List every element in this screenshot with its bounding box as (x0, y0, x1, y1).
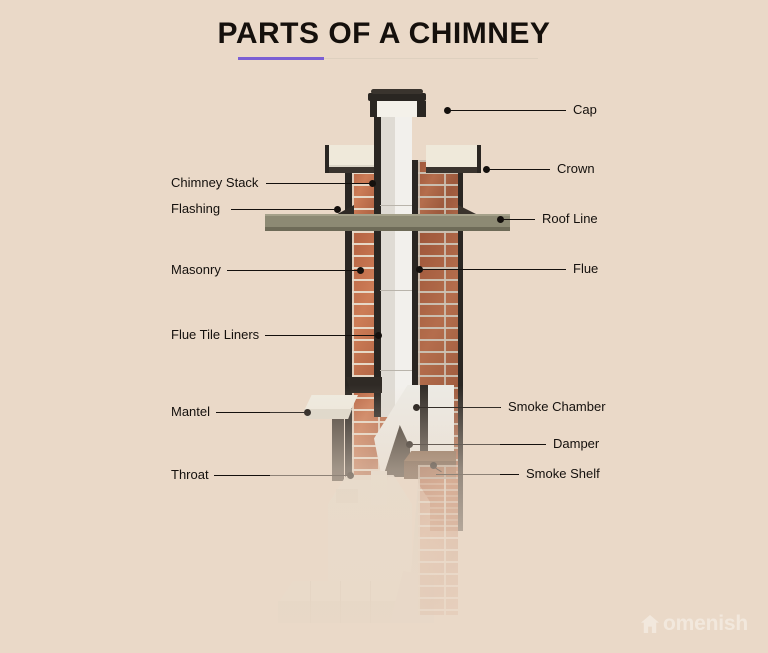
smoke-chamber-corbel (346, 377, 382, 393)
chimney-cap-top-lip (371, 89, 423, 94)
leader-damper (412, 444, 546, 445)
roof-line-band-shadow (265, 227, 510, 231)
label-roof-line: Roof Line (542, 211, 598, 226)
title-block: PARTS OF A CHIMNEY (0, 14, 768, 54)
mantel-top (304, 395, 358, 411)
leader-dot-flue-tile-liners (375, 332, 382, 339)
leader-dot-damper (406, 441, 413, 448)
hearth-joint-2 (340, 581, 341, 623)
title-underline-accent (238, 57, 324, 60)
label-mantel: Mantel (171, 404, 211, 419)
smoke-shelf-top (404, 451, 456, 461)
leader-roof-line (503, 219, 535, 220)
leader-smoke-chamber (419, 407, 501, 408)
leader-dot-masonry (357, 267, 364, 274)
label-smoke-shelf: Smoke Shelf (526, 466, 600, 481)
crown-slab-left (328, 145, 374, 167)
leader-dot-flue (416, 266, 423, 273)
leader-cap (450, 110, 566, 111)
leader-mantel (216, 412, 307, 413)
flue-liner-joint-2 (380, 290, 412, 291)
label-masonry: Masonry (171, 262, 221, 277)
leader-dot-roof-line (497, 216, 504, 223)
chimney-illustration (265, 85, 510, 625)
brand-name: omenish (663, 612, 748, 635)
leader-flue (422, 269, 566, 270)
leader-crown (489, 169, 550, 170)
leader-throat (214, 475, 350, 476)
label-smoke-chamber: Smoke Chamber (508, 399, 606, 414)
leader-flue-tile-liners (265, 335, 378, 336)
leader-chimney-stack (266, 183, 372, 184)
flue-liner-edge-left (374, 117, 381, 417)
hearth-joint-3 (370, 581, 371, 623)
label-throat: Throat (171, 467, 209, 482)
crown-edge-left (325, 145, 329, 173)
label-flashing: Flashing (171, 201, 221, 216)
chimney-cap-slab (368, 93, 426, 101)
masonry-brick-right-faded (418, 465, 458, 615)
roof-line-band-highlight (265, 214, 510, 216)
crown-shadow-left (328, 167, 374, 173)
leader-smoke-shelf (436, 474, 519, 475)
flue-tile-liner-face (380, 117, 395, 417)
chimney-cap-neck-left-edge (370, 101, 377, 117)
leader-masonry (227, 270, 360, 271)
crown-shadow-right (426, 167, 480, 173)
flue-liner-joint-3 (380, 370, 412, 371)
title-underline (238, 57, 538, 60)
masonry-edge-right-inner (412, 160, 418, 460)
flue-liner-joint-1 (380, 205, 412, 206)
leader-dot-crown (483, 166, 490, 173)
masonry-edge-right-outer (458, 160, 463, 531)
label-cap: Cap (573, 102, 597, 117)
chimney-cap-neck-right-edge (417, 101, 426, 117)
leader-flashing (231, 209, 337, 210)
label-damper: Damper (553, 436, 600, 451)
brand-watermark: omenish (639, 612, 748, 636)
firebox-inner-panel (336, 489, 358, 503)
flue-channel (394, 117, 412, 417)
label-flue-tile-liners: Flue Tile Liners (171, 327, 260, 342)
label-chimney-stack: Chimney Stack (171, 175, 259, 190)
mantel-front-face (304, 409, 352, 419)
title-underline-tail (324, 58, 538, 59)
leader-dot-throat (347, 472, 354, 479)
masonry-edge-left-outer (345, 160, 352, 480)
leader-dot-cap (444, 107, 451, 114)
crown-edge-right (477, 145, 481, 173)
roof-line-band (265, 215, 510, 227)
label-flue: Flue (573, 261, 599, 276)
page-title: PARTS OF A CHIMNEY (217, 17, 551, 50)
crown-slab-right (426, 145, 480, 167)
leader-dot-flashing (334, 206, 341, 213)
leader-dot-mantel (304, 409, 311, 416)
leader-dot-chimney-stack (369, 180, 376, 187)
leader-dot-smoke-chamber (413, 404, 420, 411)
chimney-cap-neck (376, 101, 418, 117)
label-crown: Crown (557, 161, 595, 176)
house-icon (641, 615, 660, 633)
mantel-support-column (332, 419, 344, 481)
hearth-joint-1 (310, 581, 311, 623)
